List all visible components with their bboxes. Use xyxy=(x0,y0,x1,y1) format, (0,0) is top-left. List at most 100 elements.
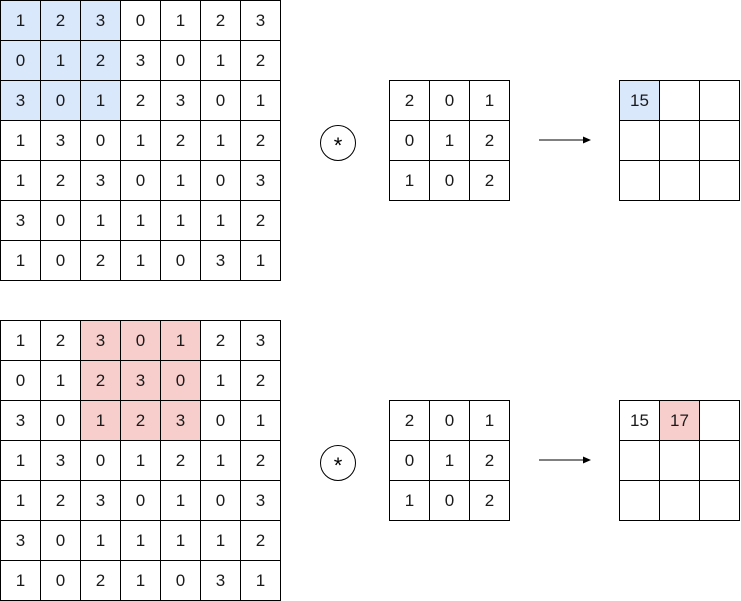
input-cell: 0 xyxy=(41,521,81,561)
input-cell: 3 xyxy=(81,321,121,361)
input-cell: 1 xyxy=(1,241,41,281)
output-cell xyxy=(660,81,700,121)
input-cell: 1 xyxy=(241,401,281,441)
input-cell: 1 xyxy=(161,521,201,561)
output-cell xyxy=(660,161,700,201)
input-cell: 1 xyxy=(161,481,201,521)
input-cell: 1 xyxy=(161,201,201,241)
input-cell: 2 xyxy=(161,121,201,161)
input-cell: 3 xyxy=(201,561,241,601)
output-cell xyxy=(700,121,740,161)
output-cell xyxy=(700,161,740,201)
input-cell: 1 xyxy=(161,321,201,361)
input-cell: 1 xyxy=(121,241,161,281)
output-cell xyxy=(660,121,700,161)
input-cell: 2 xyxy=(241,41,281,81)
input-cell: 3 xyxy=(161,401,201,441)
input-cell: 1 xyxy=(81,201,121,241)
input-cell: 0 xyxy=(121,1,161,41)
kernel-cell: 2 xyxy=(470,441,510,481)
input-cell: 3 xyxy=(241,161,281,201)
input-cell: 1 xyxy=(201,121,241,161)
input-cell: 1 xyxy=(201,41,241,81)
input-cell: 1 xyxy=(201,201,241,241)
input-cell: 3 xyxy=(1,401,41,441)
kernel-cell: 1 xyxy=(430,121,470,161)
kernel-cell: 2 xyxy=(470,481,510,521)
input-cell: 3 xyxy=(81,481,121,521)
kernel-cell: 1 xyxy=(470,81,510,121)
input-cell: 1 xyxy=(241,561,281,601)
kernel-cell: 2 xyxy=(470,121,510,161)
kernel-cell: 2 xyxy=(390,81,430,121)
output-cell: 17 xyxy=(660,401,700,441)
input-cell: 3 xyxy=(121,41,161,81)
input-cell: 0 xyxy=(161,41,201,81)
kernel-cell: 1 xyxy=(390,161,430,201)
input-cell: 2 xyxy=(241,201,281,241)
input-cell: 0 xyxy=(81,121,121,161)
input-cell: 2 xyxy=(41,321,81,361)
input-cell: 2 xyxy=(41,1,81,41)
input-cell: 2 xyxy=(41,481,81,521)
input-cell: 1 xyxy=(81,81,121,121)
input-cell: 2 xyxy=(81,41,121,81)
input-cell: 0 xyxy=(161,361,201,401)
input-cell: 3 xyxy=(241,1,281,41)
kernel-cell: 0 xyxy=(390,441,430,481)
input-cell: 1 xyxy=(201,521,241,561)
input-cell: 0 xyxy=(1,361,41,401)
input-cell: 2 xyxy=(121,81,161,121)
input-cell: 2 xyxy=(241,121,281,161)
input-cell: 3 xyxy=(1,81,41,121)
input-cell: 1 xyxy=(41,41,81,81)
arrow-icon-2 xyxy=(539,456,591,464)
input-cell: 3 xyxy=(81,161,121,201)
input-cell: 0 xyxy=(41,561,81,601)
output-cell xyxy=(700,481,740,521)
input-cell: 0 xyxy=(201,161,241,201)
input-cell: 0 xyxy=(121,481,161,521)
input-cell: 2 xyxy=(121,401,161,441)
input-cell: 0 xyxy=(201,401,241,441)
output-cell xyxy=(620,161,660,201)
input-cell: 2 xyxy=(201,1,241,41)
input-cell: 1 xyxy=(121,441,161,481)
kernel-cell: 0 xyxy=(390,121,430,161)
input-cell: 1 xyxy=(1,561,41,601)
input-cell: 0 xyxy=(161,241,201,281)
kernel-cell: 1 xyxy=(430,441,470,481)
input-cell: 1 xyxy=(81,521,121,561)
input-cell: 0 xyxy=(201,481,241,521)
input-cell: 0 xyxy=(41,81,81,121)
input-cell: 3 xyxy=(241,321,281,361)
input-cell: 2 xyxy=(201,321,241,361)
input-cell: 1 xyxy=(121,521,161,561)
input-cell: 0 xyxy=(41,241,81,281)
input-cell: 2 xyxy=(241,521,281,561)
input-cell: 1 xyxy=(41,361,81,401)
arrow-icon-1 xyxy=(539,136,591,144)
input-cell: 3 xyxy=(121,361,161,401)
input-cell: 2 xyxy=(81,361,121,401)
input-cell: 1 xyxy=(121,561,161,601)
input-cell: 1 xyxy=(241,81,281,121)
input-cell: 3 xyxy=(161,81,201,121)
input-cell: 2 xyxy=(241,361,281,401)
input-cell: 1 xyxy=(1,1,41,41)
input-cell: 0 xyxy=(201,81,241,121)
output-cell xyxy=(620,481,660,521)
input-cell: 1 xyxy=(241,241,281,281)
output-matrix-1: 15 xyxy=(619,80,740,201)
input-cell: 1 xyxy=(1,161,41,201)
input-cell: 1 xyxy=(81,401,121,441)
input-cell: 1 xyxy=(1,321,41,361)
convolution-operator-1: * xyxy=(320,125,356,161)
output-cell xyxy=(700,81,740,121)
input-cell: 0 xyxy=(81,441,121,481)
kernel-cell: 0 xyxy=(430,481,470,521)
input-cell: 2 xyxy=(81,241,121,281)
